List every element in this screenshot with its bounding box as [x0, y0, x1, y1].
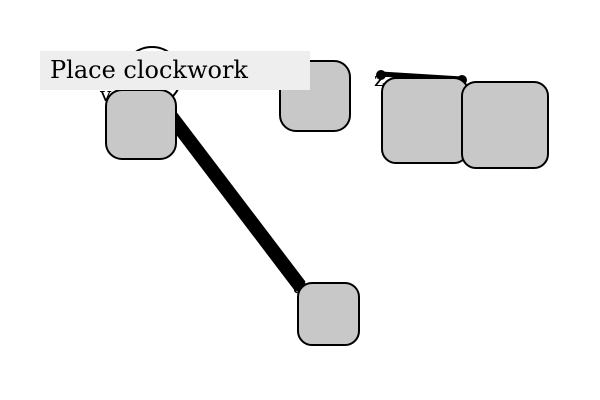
tile-z[interactable] — [381, 77, 469, 164]
pin-z — [376, 70, 386, 80]
tile-a[interactable] — [297, 282, 360, 346]
node-label-z: z — [374, 67, 385, 91]
tile-p[interactable] — [461, 81, 549, 169]
tile-v[interactable] — [105, 89, 177, 160]
instruction-banner: Place clockwork — [40, 51, 310, 90]
